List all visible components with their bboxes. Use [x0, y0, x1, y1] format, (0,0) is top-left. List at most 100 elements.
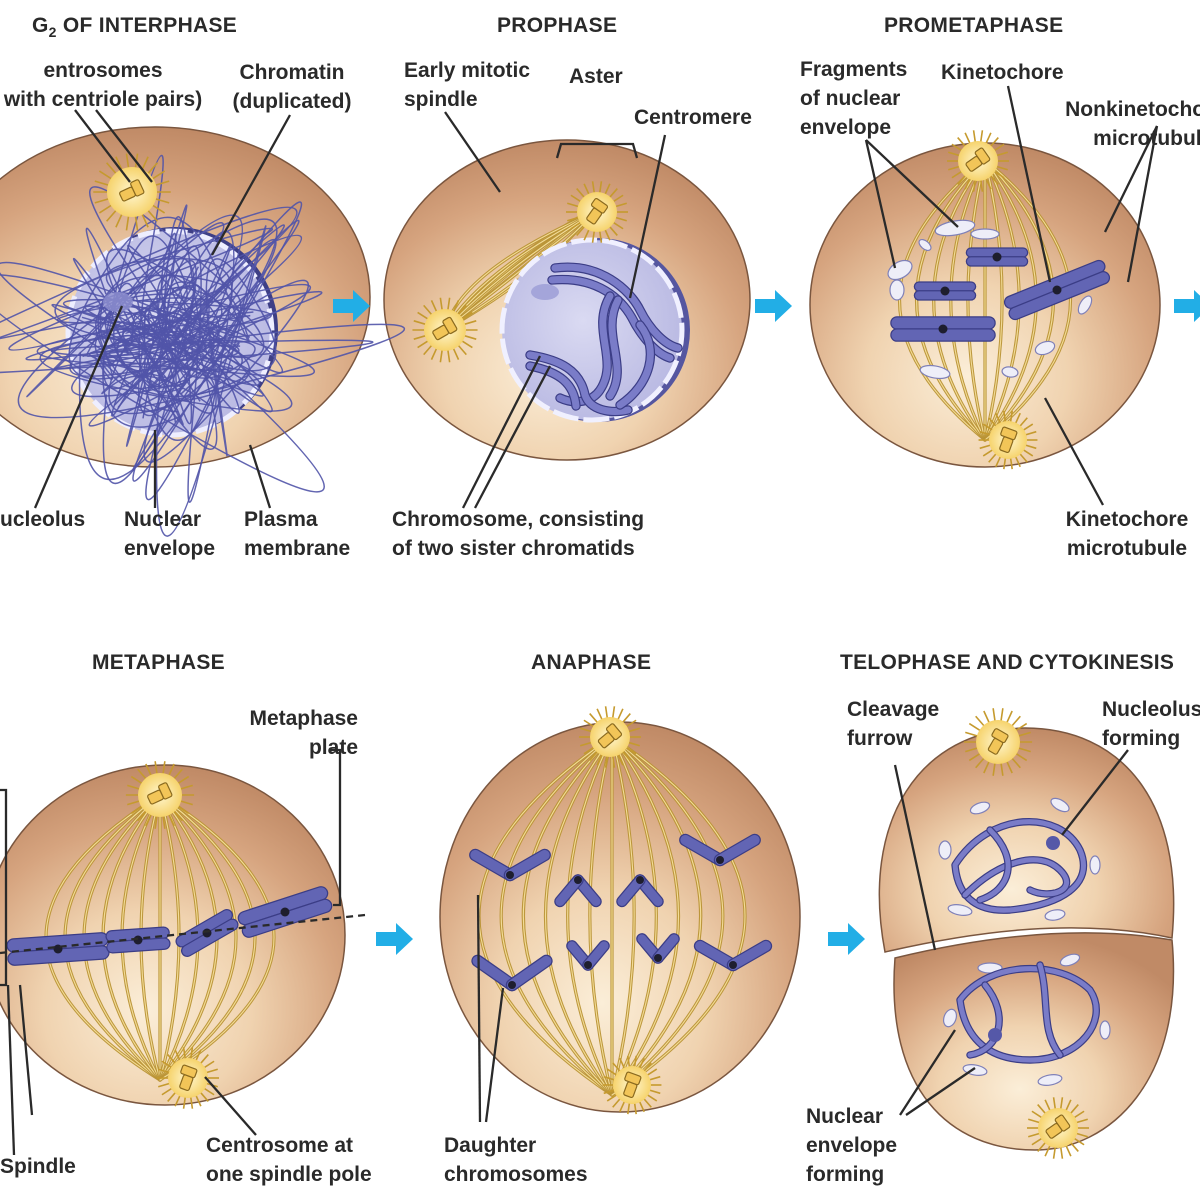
chromatid — [176, 910, 232, 947]
centriole-pair — [965, 147, 991, 172]
label-cleavage-furrow: Cleavage furrow — [847, 698, 940, 750]
kinetochore — [992, 252, 1002, 262]
label-nucleolus: ucleolus — [0, 508, 86, 531]
title-metaphase: METAPHASE — [92, 651, 225, 674]
kinetochore — [584, 961, 592, 969]
chromatid — [472, 955, 517, 990]
leader-line — [204, 1076, 257, 1136]
kinetochore — [506, 871, 514, 879]
leader-line — [1103, 125, 1159, 233]
chromosome-strand — [606, 296, 622, 400]
chromatin-fiber — [8, 216, 311, 380]
centriole-pair — [1045, 1114, 1071, 1139]
centriole — [624, 1071, 642, 1086]
centriole-pair — [432, 316, 458, 341]
label-spindle: Spindle — [0, 1155, 76, 1178]
nucleolus — [103, 292, 133, 312]
chromatin-fiber — [26, 214, 243, 484]
spindle-fiber-highlight — [984, 159, 1003, 441]
chromosome-strand — [526, 351, 632, 415]
leader-line — [330, 748, 342, 907]
label-nucleolus-forming: Nucleolus forming — [1102, 698, 1200, 750]
nucleolus — [531, 284, 559, 300]
chromatid — [617, 875, 645, 906]
arrow-icon — [1174, 290, 1200, 322]
spindle-fiber-highlight — [567, 736, 613, 1096]
chromatid — [107, 938, 170, 953]
chromatid — [470, 850, 515, 880]
chromatin-fiber — [109, 239, 277, 482]
envelope-fragment — [919, 364, 951, 380]
kinetochore — [716, 856, 724, 864]
label-chromosome: Chromosome, consisting of two sister chr… — [392, 508, 645, 560]
label-daughter-chromosomes: Daughter chromosomes — [444, 1134, 588, 1186]
leader-line — [33, 305, 124, 509]
chromatid — [680, 835, 725, 865]
leader-line — [476, 894, 482, 1123]
chromatid — [505, 850, 550, 880]
envelope-fragment — [970, 228, 1000, 240]
centrosomes — [93, 130, 1089, 1159]
leader-line — [74, 109, 131, 183]
stage-arrows — [333, 290, 1200, 955]
arrow-icon — [333, 290, 370, 322]
kinetochore — [508, 981, 516, 989]
chromatid — [8, 946, 109, 965]
envelope-fragment — [1001, 366, 1019, 378]
chromosome-strand — [551, 263, 682, 352]
title-prometaphase: PROMETAPHASE — [884, 14, 1064, 37]
centriole-pair — [586, 198, 609, 225]
spindle-fiber-highlight — [159, 794, 275, 1081]
chromatin-fiber — [17, 218, 406, 471]
centriole-pair — [999, 426, 1018, 454]
leader-line — [628, 134, 667, 299]
centriole — [158, 782, 173, 800]
label-aster: Aster — [569, 65, 623, 88]
leader-line — [864, 139, 897, 269]
kinetochore — [574, 876, 582, 884]
centriole-pair — [179, 1064, 198, 1092]
chromatid — [555, 875, 583, 906]
envelope-fragment — [947, 904, 973, 916]
chromosome-strand — [548, 276, 674, 362]
label-kinetochore: Kinetochore — [941, 61, 1064, 84]
kinetochore — [729, 961, 737, 969]
spindle-fiber-highlight — [545, 736, 613, 1096]
label-centromere: Centromere — [634, 106, 752, 129]
centriole — [130, 179, 145, 197]
centriole — [605, 723, 623, 741]
chromatid — [106, 927, 169, 942]
spindle-fiber-highlight — [159, 794, 237, 1081]
spindle-fiber-highlight — [611, 736, 635, 1096]
centriole — [1000, 426, 1018, 441]
chromatid — [653, 934, 679, 963]
chromatid — [583, 941, 609, 970]
spindle-fiber-highlight — [984, 159, 1072, 441]
centriole — [991, 728, 1009, 744]
nucleolus-forming — [1046, 836, 1060, 850]
leader-line — [899, 1029, 956, 1116]
centriole — [1054, 1114, 1071, 1132]
metaphase-plate-line — [0, 913, 366, 955]
envelope-fragment — [969, 801, 991, 815]
centriole-pair — [987, 728, 1009, 755]
chromatin-fiber — [36, 301, 254, 371]
label-metaphase-plate: Metaphase plate — [249, 707, 358, 759]
spindle-fiber-highlight — [589, 736, 613, 1096]
chromosome-strand — [526, 362, 580, 410]
chromatid — [238, 887, 328, 925]
leader-line — [893, 764, 937, 951]
leader-line — [865, 139, 959, 228]
kinetochore — [940, 286, 950, 296]
label-centrosome-spindle-pole: Centrosome at one spindle pole — [206, 1134, 372, 1186]
chromatin-fiber — [102, 244, 273, 419]
leader-line — [444, 111, 501, 193]
chromatid — [182, 919, 238, 956]
chromatid — [1009, 272, 1109, 319]
label-early-mitotic-spindle: Early mitotic spindle — [404, 59, 531, 111]
chromatid — [7, 933, 108, 952]
leader-line — [473, 365, 552, 509]
envelope-fragments — [887, 219, 1111, 1086]
chromatin-fiber — [71, 285, 220, 398]
